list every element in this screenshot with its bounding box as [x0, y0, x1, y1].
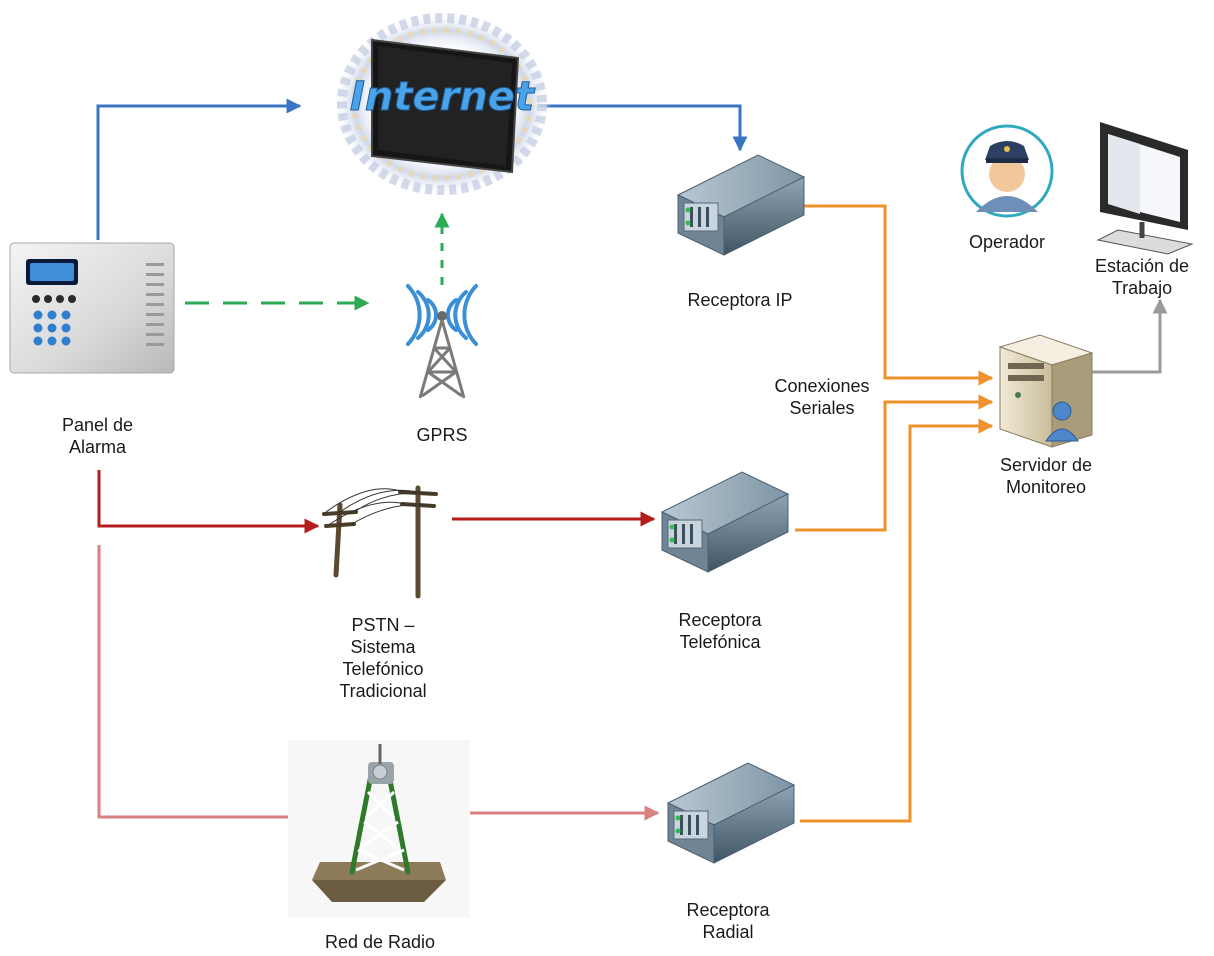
conexiones-line2: Seriales	[789, 398, 855, 418]
panel-label-line2: Alarma	[68, 437, 126, 457]
pstn-label-line2: Sistema	[350, 637, 416, 657]
tower-server-icon	[998, 334, 1094, 448]
estacion-line2: Trabajo	[1111, 278, 1173, 298]
rack-server-icon	[660, 471, 790, 573]
receptora-telefonica-label: Receptora Telefónica	[640, 609, 800, 653]
link-panel-to-radio	[97, 545, 332, 825]
rack-server-icon	[676, 154, 806, 256]
serial-link-ip	[800, 204, 994, 386]
panel-label: Panel de Alarma	[30, 414, 165, 458]
receptora-radial-line2: Radial	[702, 922, 754, 942]
servidor-label: Servidor de Monitoreo	[966, 454, 1126, 498]
link-panel-to-internet	[96, 98, 302, 240]
operador-label: Operador	[968, 232, 1046, 252]
link-internet-to-receptora-ip	[540, 104, 748, 152]
alarm-panel-icon	[9, 242, 175, 374]
receptora-ip-label: Receptora IP	[687, 290, 793, 310]
link-panel-to-pstn	[97, 470, 320, 534]
panel-label-line1: Panel de	[61, 415, 134, 435]
estacion-label: Estación de Trabajo	[1074, 255, 1210, 299]
receptora-telefonica-line2: Telefónica	[679, 632, 761, 652]
pstn-label-line1: PSTN –	[351, 615, 415, 635]
monitor-icon	[1096, 122, 1194, 255]
serial-link-radial	[800, 418, 994, 823]
servidor-line1: Servidor de	[999, 455, 1093, 475]
radio-network-label: Red de Radio	[324, 932, 436, 952]
radio-tower-icon	[288, 740, 470, 918]
servidor-line2: Monitoreo	[1005, 477, 1087, 497]
receptora-telefonica-line1: Receptora	[678, 610, 762, 630]
conexiones-line1: Conexiones	[774, 376, 870, 396]
pstn-label-line3: Telefónico	[342, 659, 424, 679]
cell-tower-icon	[406, 284, 478, 399]
police-operator-icon	[960, 124, 1054, 218]
conexiones-seriales-label: Conexiones Seriales	[752, 375, 892, 419]
pstn-label: PSTN – Sistema Telefónico Tradicional	[298, 614, 468, 702]
link-server-to-workstation	[1090, 298, 1168, 374]
gprs-label: GPRS	[416, 425, 468, 445]
rack-server-icon	[666, 762, 796, 864]
receptora-radial-label: Receptora Radial	[648, 899, 808, 943]
serial-link-telefonica	[795, 394, 994, 532]
internet-label: Internet	[349, 74, 536, 121]
internet-globe-icon: Internet	[332, 12, 552, 196]
svg-text:Internet: Internet	[350, 74, 536, 120]
telephone-pole-icon	[322, 485, 438, 599]
pstn-label-line4: Tradicional	[339, 681, 427, 701]
estacion-line1: Estación de	[1094, 256, 1190, 276]
user-icon	[1045, 401, 1079, 442]
receptora-radial-line1: Receptora	[686, 900, 770, 920]
